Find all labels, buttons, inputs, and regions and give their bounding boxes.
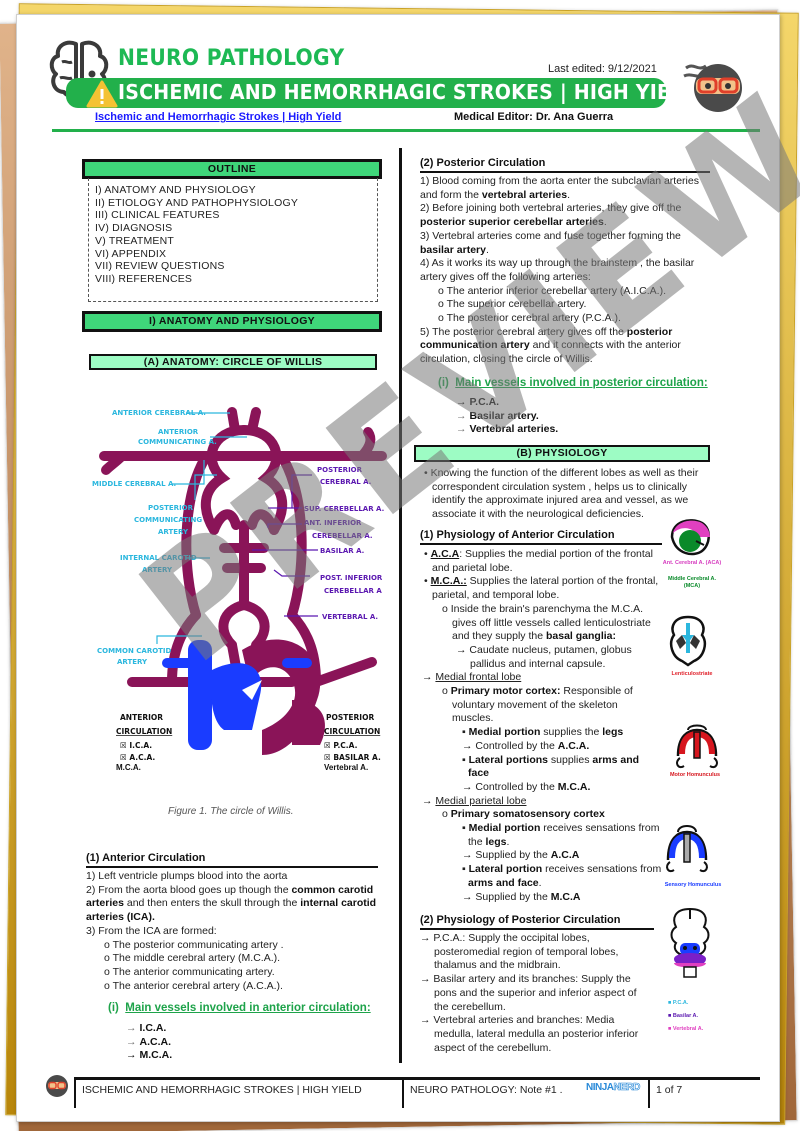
label-anterior-cerebral: ANTERIOR CEREBRAL A.	[112, 409, 206, 417]
svg-text:MIDDLE CEREBRAL A.: MIDDLE CEREBRAL A.	[92, 480, 176, 488]
svg-text:COMMON CAROTID: COMMON CAROTID	[97, 647, 172, 655]
sensory-homunculus-icon	[666, 825, 708, 872]
subsection-header-circle-of-willis: (A) ANATOMY: CIRCLE OF WILLIS	[89, 354, 377, 370]
svg-text:ARTERY: ARTERY	[158, 528, 189, 536]
document-title: ISCHEMIC AND HEMORRHAGIC STROKES | HIGH …	[118, 80, 699, 104]
svg-text:CIRCULATION: CIRCULATION	[116, 727, 172, 736]
outline-header: OUTLINE	[82, 159, 382, 179]
svg-text:CEREBRAL A.: CEREBRAL A.	[320, 478, 371, 486]
anterior-main-vessels-heading: (i) Main vessels involved in anterior ci…	[108, 1002, 371, 1014]
column-divider	[399, 148, 402, 1063]
svg-text:☒ A.C.A.: ☒ A.C.A.	[120, 753, 155, 760]
legend-aca: Ant. Cerebral A. (ACA)	[662, 560, 722, 566]
outline-item[interactable]: VIII) REFERENCES	[95, 272, 193, 285]
svg-text:BASILAR A.: BASILAR A.	[320, 547, 364, 555]
svg-text:ANT. INFERIOR: ANT. INFERIOR	[304, 519, 362, 527]
svg-text:ARTERY: ARTERY	[117, 658, 148, 666]
footer-note: NEURO PATHOLOGY: Note #1 .	[410, 1084, 563, 1096]
figure-caption: Figure 1. The circle of Willis.	[168, 806, 294, 817]
physiology-intro: • Knowing the function of the different …	[424, 467, 699, 521]
svg-text:VERTEBRAL A.: VERTEBRAL A.	[322, 613, 378, 621]
physiology-anterior-text: • A.C.A: Supplies the medial portion of …	[422, 548, 662, 903]
svg-text:ANTERIOR: ANTERIOR	[158, 428, 199, 436]
svg-text:☒ I.C.A.: ☒ I.C.A.	[120, 741, 152, 750]
header-divider	[52, 129, 760, 132]
circle-of-willis-diagram: ANTERIOR CEREBRAL A. ANTERIOR COMMUNICAT…	[92, 407, 387, 760]
outline-item[interactable]: II) ETIOLOGY AND PATHOPHYSIOLOGY	[95, 196, 299, 209]
document-page	[16, 14, 780, 1122]
svg-text:☒ P.C.A.: ☒ P.C.A.	[324, 741, 358, 750]
svg-text:POSTERIOR: POSTERIOR	[148, 504, 194, 512]
ninja-nerd-logo: NINJANERD	[586, 1082, 641, 1094]
footer-title: ISCHEMIC AND HEMORRHAGIC STROKES | HIGH …	[82, 1084, 362, 1096]
warning-icon	[86, 80, 118, 108]
course-kicker: NEURO PATHOLOGY	[118, 46, 345, 71]
ninja-mascot-icon	[683, 64, 742, 112]
svg-text:ARTERY: ARTERY	[142, 566, 173, 574]
motor-homunculus-icon	[676, 724, 718, 768]
legend-posterior-vertebral: Vertebral A.	[324, 763, 369, 772]
legend-mca: Middle Cerebral A. (MCA)	[667, 576, 717, 589]
outline-item[interactable]: IV) DIAGNOSIS	[95, 222, 173, 235]
lenticulostriate-label: Lenticulostriate	[671, 671, 713, 677]
medical-editor: Medical Editor: Dr. Ana Guerra	[454, 111, 614, 123]
svg-text:INTERNAL CAROTID: INTERNAL CAROTID	[120, 554, 197, 562]
outline-list: I) ANATOMY AND PHYSIOLOGY II) ETIOLOGY A…	[88, 178, 378, 302]
svg-text:CEREBELLAR A.: CEREBELLAR A.	[312, 532, 373, 540]
lenticulostriate-icon	[670, 615, 706, 667]
outline-item[interactable]: I) ANATOMY AND PHYSIOLOGY	[95, 184, 256, 196]
posterior-brain-icon	[670, 907, 710, 978]
svg-text:ANTERIOR: ANTERIOR	[120, 713, 163, 722]
svg-text:COMMUNICATING A.: COMMUNICATING A.	[138, 438, 217, 446]
legend-vertebral: ■ Vertebral A.	[668, 1026, 704, 1032]
last-edited-date: Last edited: 9/12/2021	[548, 63, 657, 75]
posterior-circulation-heading: (2) Posterior Circulation	[420, 157, 710, 173]
svg-text:POSTERIOR: POSTERIOR	[317, 466, 363, 474]
legend-pca: ■ P.C.A.	[668, 1000, 689, 1006]
footer-ninja-icon	[46, 1075, 68, 1097]
physiology-posterior-heading: (2) Physiology of Posterior Circulation	[420, 914, 654, 930]
outline-item[interactable]: VII) REVIEW QUESTIONS	[95, 260, 225, 273]
svg-text:SUP. CEREBELLAR A.: SUP. CEREBELLAR A.	[304, 505, 384, 513]
page-footer: ISCHEMIC AND HEMORRHAGIC STROKES | HIGH …	[74, 1077, 760, 1108]
posterior-main-vessels-list: →P.C.A. →Basilar artery. →Vertebral arte…	[456, 396, 559, 435]
svg-text:POSTERIOR: POSTERIOR	[326, 713, 374, 722]
legend-basilar: ■ Basilar A.	[668, 1013, 699, 1019]
anterior-circulation-text: 1) Left ventricle plumps blood into the …	[86, 870, 377, 992]
anterior-circulation-heading: (1) Anterior Circulation	[86, 852, 378, 868]
physiology-anterior-heading: (1) Physiology of Anterior Circulation	[420, 529, 662, 545]
svg-text:POST. INFERIOR: POST. INFERIOR	[320, 574, 383, 582]
page-number: 1 of 7	[656, 1084, 683, 1096]
svg-text:CEREBELLAR A: CEREBELLAR A	[324, 587, 382, 595]
section-header-anatomy-physiology: I) ANATOMY AND PHYSIOLOGY	[82, 311, 382, 332]
subsection-header-physiology: (B) PHYSIOLOGY	[414, 445, 710, 462]
title-banner	[66, 78, 666, 108]
anterior-main-vessels-list: →I.C.A. →A.C.A. →M.C.A.	[126, 1022, 173, 1061]
svg-text:COMMUNICATING: COMMUNICATING	[134, 516, 202, 524]
physiology-posterior-text: → P.C.A.: Supply the occipital lobes, po…	[420, 932, 639, 1054]
svg-text:☒ BASILAR A.: ☒ BASILAR A.	[324, 753, 381, 760]
outline-item[interactable]: VI) APPENDIX	[95, 247, 167, 260]
brain-lobes-icon	[670, 519, 710, 556]
svg-text:CIRCULATION: CIRCULATION	[324, 727, 380, 736]
motor-homunculus-label: Motor Homunculus	[669, 772, 721, 778]
posterior-circulation-text: 1) Blood coming from the aorta enter the…	[420, 175, 699, 366]
sensory-homunculus-label: Sensory Homunculus	[664, 882, 722, 888]
outline-item[interactable]: V) TREATMENT	[95, 234, 175, 247]
document-link[interactable]: Ischemic and Hemorrhagic Strokes | High …	[95, 111, 342, 123]
legend-anterior-mca: M.C.A.	[116, 763, 141, 772]
outline-item[interactable]: III) CLINICAL FEATURES	[95, 209, 220, 222]
posterior-main-vessels-heading: (i) Main vessels involved in posterior c…	[438, 377, 708, 389]
